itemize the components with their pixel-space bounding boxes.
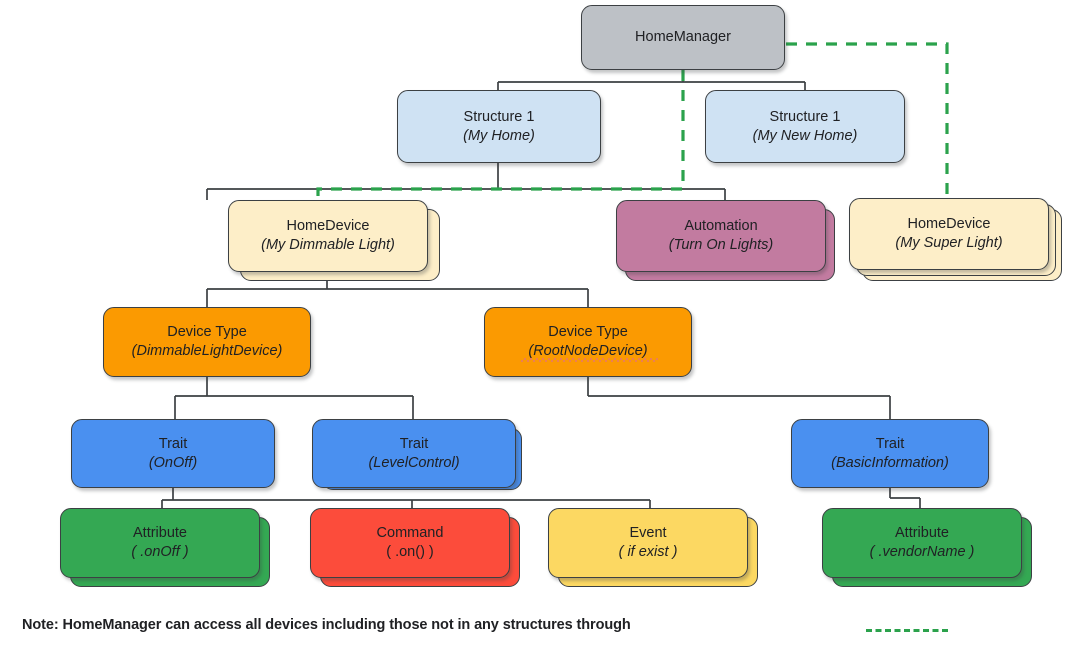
node-structure-my-new-home-line2: (My New Home): [752, 127, 858, 144]
node-device-my-dimmable-light-line2: (My Dimmable Light): [261, 237, 395, 253]
node-trait-basicinformation-line1: Trait: [875, 435, 905, 452]
node-structure-my-new-home-line1: Structure 1: [769, 108, 841, 125]
node-attribute-vendorname-line2: ( .vendorName ): [869, 544, 975, 560]
node-structure-my-home[interactable]: Structure 1 (My Home): [397, 90, 601, 163]
node-device-type-dimmable-line1: Device Type: [167, 324, 247, 341]
node-command-on[interactable]: Command ( .on() ): [310, 508, 510, 578]
node-device-my-super-light-line1: HomeDevice: [907, 216, 991, 233]
node-device-type-root-node-line2: (RootNodeDevice): [528, 343, 648, 359]
node-trait-basicinformation-line2: (BasicInformation): [831, 454, 949, 471]
node-attribute-vendorname-line1: Attribute: [895, 525, 949, 542]
node-attribute-vendorname[interactable]: Attribute ( .vendorName ): [822, 508, 1022, 578]
node-event-if-exist[interactable]: Event ( if exist ): [548, 508, 748, 578]
node-automation-turn-on-lights-line2: (Turn On Lights): [668, 237, 774, 253]
node-structure-my-home-line2: (My Home): [463, 127, 535, 144]
node-device-my-dimmable-light-line1: HomeDevice: [286, 218, 370, 235]
node-attribute-onoff-line1: Attribute: [133, 525, 187, 542]
node-trait-basicinformation[interactable]: Trait (BasicInformation): [791, 419, 989, 488]
node-home-manager-line1: HomeManager: [635, 29, 731, 46]
node-event-if-exist-line2: ( if exist ): [618, 544, 678, 560]
node-structure-my-new-home[interactable]: Structure 1 (My New Home): [705, 90, 905, 163]
spellcheck-underline-root-node-device: [520, 358, 658, 362]
node-device-my-super-light-line2: (My Super Light): [895, 235, 1003, 251]
footer-note-dashed-legend: [866, 629, 948, 632]
node-command-on-line2: ( .on() ): [386, 544, 434, 560]
node-command-on-line1: Command: [376, 525, 444, 542]
node-trait-onoff-line1: Trait: [158, 435, 188, 452]
node-device-my-super-light[interactable]: HomeDevice (My Super Light): [849, 198, 1049, 270]
footer-note: Note: HomeManager can access all devices…: [22, 617, 631, 633]
node-attribute-onoff-line2: ( .onOff ): [131, 544, 189, 560]
node-device-type-root-node-line1: Device Type: [548, 324, 628, 341]
node-trait-levelcontrol-line2: (LevelControl): [368, 454, 460, 471]
node-structure-my-home-line1: Structure 1: [463, 108, 535, 125]
node-automation-turn-on-lights-line1: Automation: [684, 218, 758, 235]
node-device-my-dimmable-light[interactable]: HomeDevice (My Dimmable Light): [228, 200, 428, 272]
node-home-manager[interactable]: HomeManager: [581, 5, 785, 70]
node-trait-onoff[interactable]: Trait (OnOff): [71, 419, 275, 488]
node-trait-levelcontrol-line1: Trait: [399, 435, 429, 452]
node-device-type-dimmable-line2: (DimmableLightDevice): [131, 343, 283, 359]
node-device-type-dimmable-light-device[interactable]: Device Type (DimmableLightDevice): [103, 307, 311, 377]
node-automation-turn-on-lights[interactable]: Automation (Turn On Lights): [616, 200, 826, 272]
node-attribute-onoff[interactable]: Attribute ( .onOff ): [60, 508, 260, 578]
node-trait-onoff-line2: (OnOff): [148, 454, 198, 471]
node-trait-levelcontrol[interactable]: Trait (LevelControl): [312, 419, 516, 488]
node-device-type-root-node-device[interactable]: Device Type (RootNodeDevice): [484, 307, 692, 377]
node-event-if-exist-line1: Event: [629, 525, 667, 542]
